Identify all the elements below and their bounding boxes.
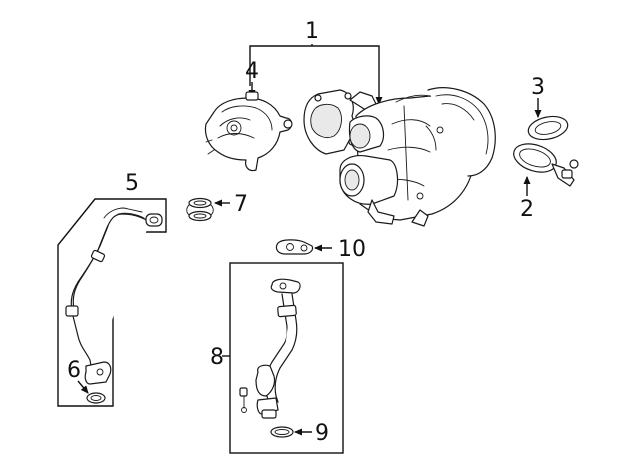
callout-3: 3 — [531, 75, 545, 100]
callout-8: 8 — [210, 345, 224, 370]
callout-1: 1 — [305, 19, 319, 44]
washers-7 — [186, 197, 214, 222]
seal-ring-9 — [270, 426, 294, 438]
panel-5-outline — [57, 198, 167, 407]
oil-feed-line — [65, 207, 163, 385]
gasket-10 — [275, 239, 314, 255]
oil-return-line — [239, 278, 301, 419]
callout-2: 2 — [520, 197, 534, 222]
leader-lines — [77, 44, 542, 436]
panel-8-outline — [229, 262, 344, 454]
callout-5: 5 — [125, 171, 139, 196]
callout-10: 10 — [338, 237, 366, 262]
callout-9: 9 — [315, 421, 329, 446]
turbocharger — [303, 87, 496, 227]
callout-6: 6 — [67, 358, 81, 383]
gasket-6 — [86, 392, 106, 404]
callout-4: 4 — [245, 59, 259, 84]
clamp-2 — [513, 143, 579, 187]
wastegate-actuator — [204, 91, 293, 172]
callout-7: 7 — [234, 192, 248, 217]
gasket-3 — [527, 115, 569, 141]
